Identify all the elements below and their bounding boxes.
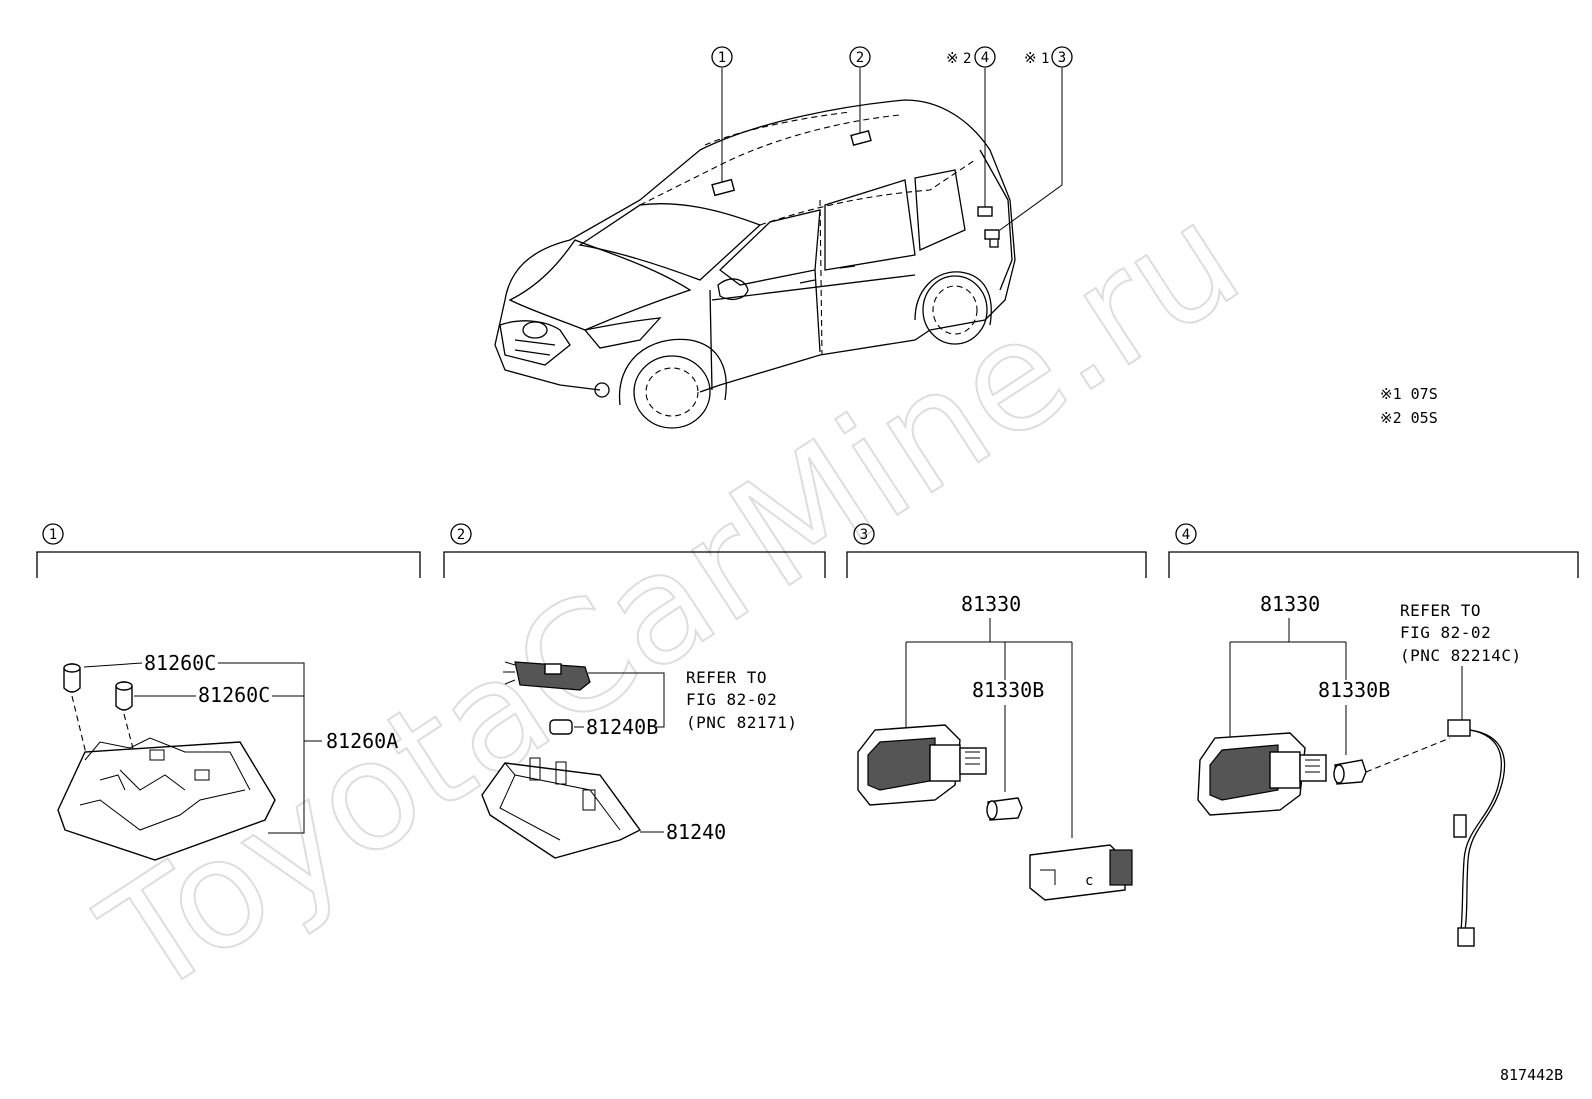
- part-label-81330-s3: 81330: [961, 592, 1021, 616]
- part-label-81240: 81240: [666, 820, 726, 844]
- part-label-81330b-s3: 81330B: [972, 678, 1044, 702]
- part-label-81260a: 81260A: [326, 729, 398, 753]
- bulb-81330b-s3: [986, 797, 1023, 821]
- svg-text:1: 1: [718, 50, 726, 66]
- vehicle-illustration: [494, 68, 1063, 429]
- section-2: 2 81240B 81240 REFER TO FIG 82-02 (PNC: [443, 523, 826, 859]
- wire-harness-82214c: [1447, 666, 1506, 947]
- svg-text:1: 1: [1041, 51, 1049, 67]
- svg-text:4: 4: [981, 50, 989, 66]
- svg-text:4: 4: [1182, 527, 1190, 543]
- section-1: 1 81260C 81260C 81260A: [36, 523, 421, 861]
- luggage-lamp-left: [977, 206, 993, 217]
- svg-text:2: 2: [963, 51, 971, 67]
- note-mark-1: ※: [1024, 49, 1037, 67]
- watermark-text: ToyotaCarMine.ru: [74, 171, 1269, 1031]
- figure-id: 817442B: [1500, 1066, 1563, 1084]
- roof-lamp-front: [711, 178, 736, 197]
- roof-lamp-center: [850, 129, 872, 147]
- lamp-assy-81260a: [57, 737, 276, 861]
- refer-line-2-s2: FIG 82-02: [686, 690, 777, 709]
- refer-line-1-s2: REFER TO: [686, 668, 767, 687]
- bulb-81330b-s4: [1333, 759, 1367, 785]
- part-label-81330-s4: 81330: [1260, 592, 1320, 616]
- section-4: 4 81330 81330B: [1168, 523, 1579, 947]
- refer-line-3-s4: (PNC 82214C): [1400, 646, 1522, 665]
- svg-text:3: 3: [860, 527, 868, 543]
- svg-text:2: 2: [856, 50, 864, 66]
- bulb-81260c-a: [63, 663, 81, 693]
- part-label-81240b: 81240B: [586, 715, 658, 739]
- luggage-lamp-81330-s4: [1197, 732, 1327, 816]
- svg-text:2: 2: [457, 527, 465, 543]
- callout-2: 2: [849, 46, 871, 68]
- luggage-lamp-81330-s3: [857, 724, 987, 806]
- bulb-81260c-b: [115, 681, 133, 711]
- refer-line-3-s2: (PNC 82171): [686, 713, 797, 732]
- refer-line-2-s4: FIG 82-02: [1400, 623, 1491, 642]
- part-label-81260c-2: 81260C: [198, 683, 270, 707]
- luggage-lamp-rear: [984, 229, 1000, 240]
- svg-text:3: 3: [1058, 50, 1066, 66]
- callout-1: 1: [711, 46, 733, 68]
- section-3: 3 81330 81330B c: [846, 523, 1147, 901]
- note-mark-2: ※: [946, 49, 959, 67]
- callout-3: ※ 1 3: [1024, 46, 1073, 68]
- bulb-81240b: [549, 719, 573, 735]
- legend-note-1: ※1 07S: [1380, 385, 1438, 403]
- lamp-housing-81240: [481, 757, 642, 859]
- wire-connector: [503, 661, 591, 691]
- part-label-81330b-s4: 81330B: [1318, 678, 1390, 702]
- svg-text:1: 1: [49, 527, 57, 543]
- lamp-switch-s3: c: [1029, 844, 1133, 901]
- legend-note-2: ※2 05S: [1380, 409, 1438, 427]
- refer-line-1-s4: REFER TO: [1400, 601, 1481, 620]
- svg-text:c: c: [1085, 873, 1093, 889]
- part-label-81260c-1: 81260C: [144, 651, 216, 675]
- callout-4: ※ 2 4: [946, 46, 996, 68]
